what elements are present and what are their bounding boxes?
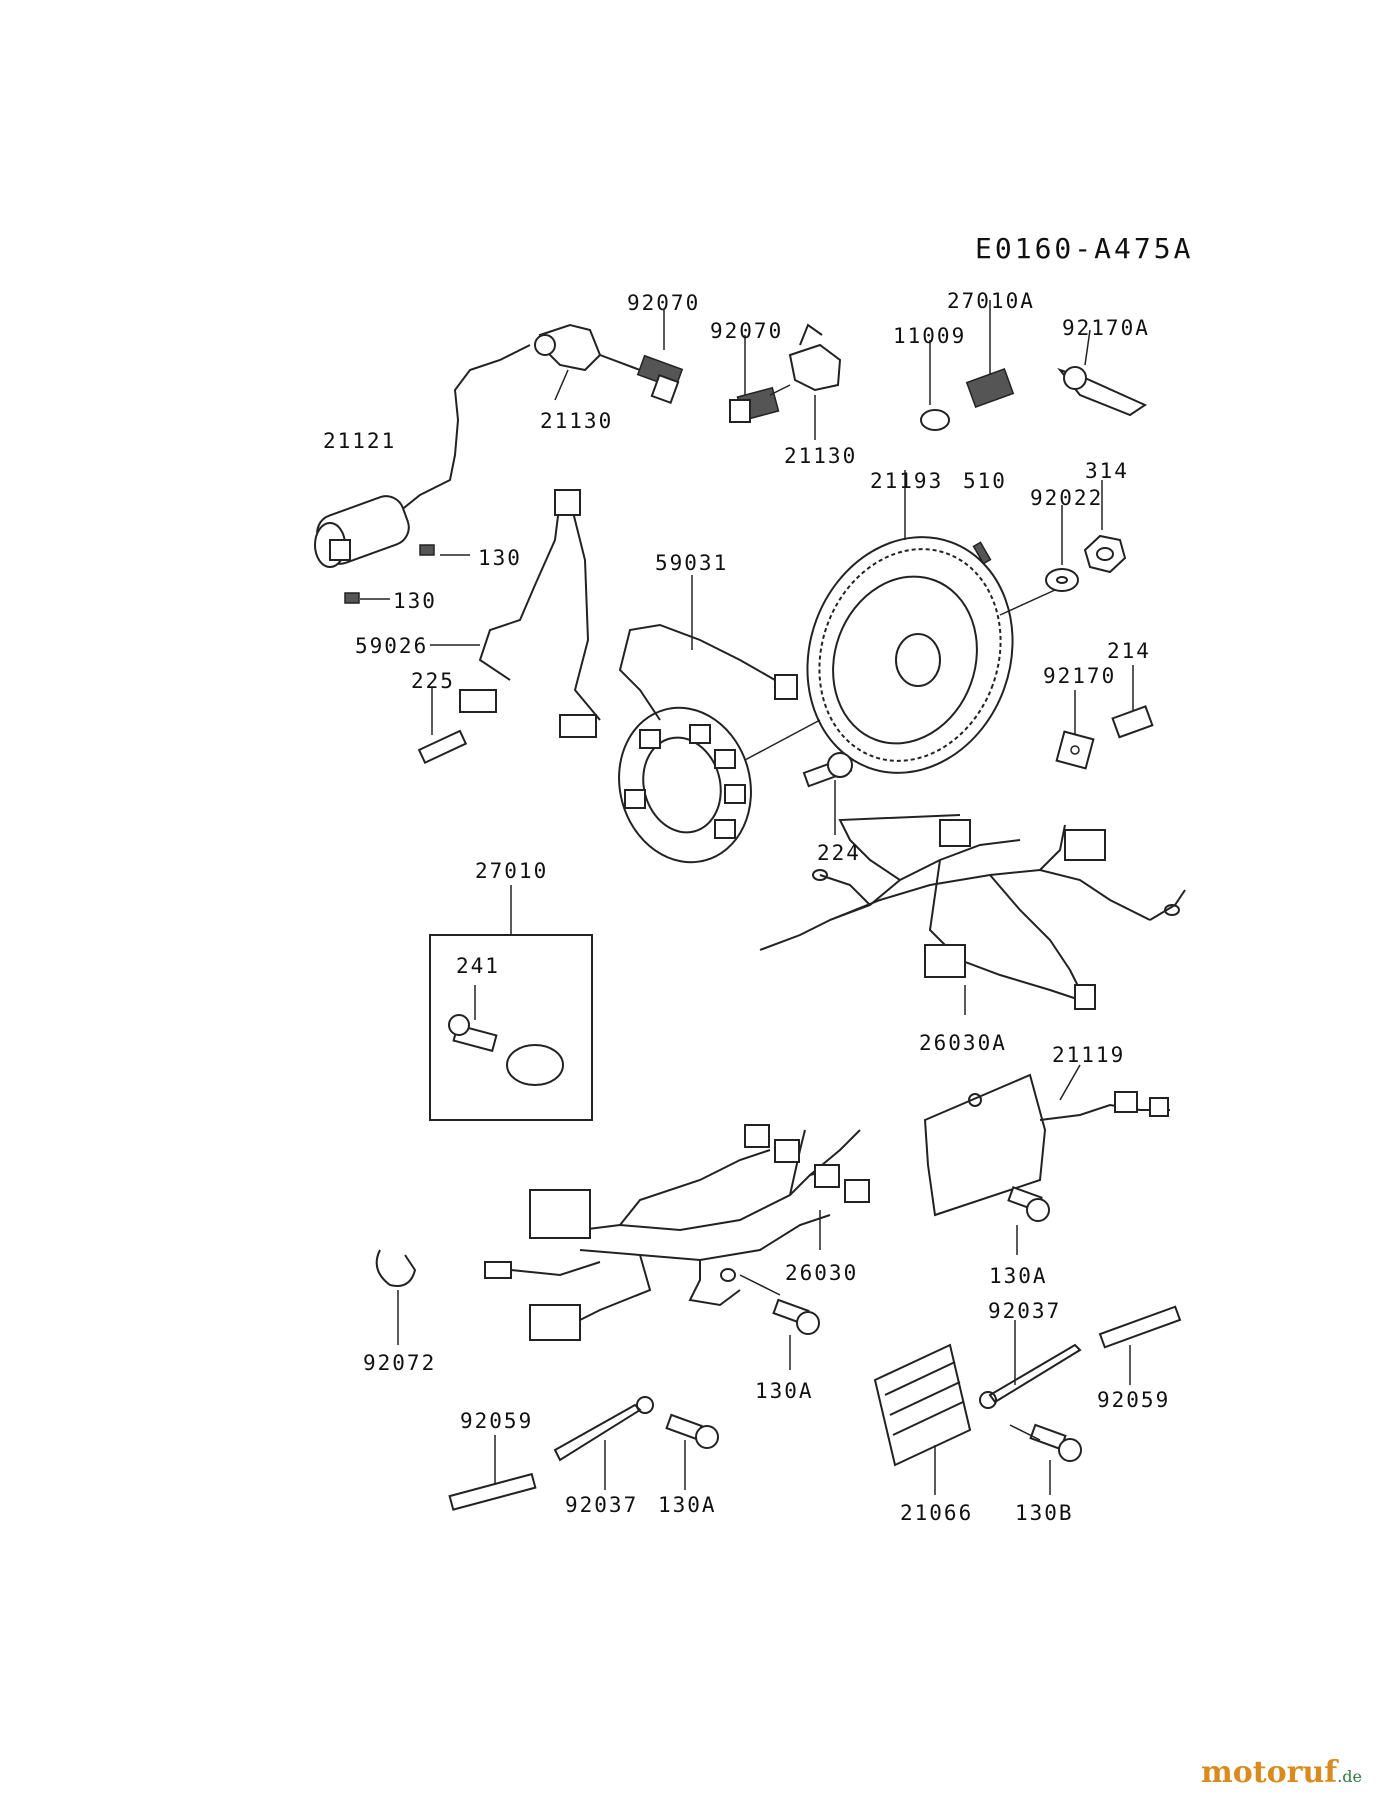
label-92070-2: 92070 xyxy=(710,319,783,343)
label-92037-2: 92037 xyxy=(565,1493,638,1517)
wire-harness-59026-drawing xyxy=(344,489,601,764)
tube-band-right-drawing xyxy=(979,1305,1182,1495)
tube-band-left-drawing xyxy=(448,1396,719,1511)
label-92170A: 92170A xyxy=(1062,316,1150,340)
label-27010: 27010 xyxy=(475,859,548,883)
label-130A-2: 130A xyxy=(755,1379,814,1403)
label-225: 225 xyxy=(411,669,455,693)
label-21130: 21130 xyxy=(540,409,613,433)
bracket-drawing xyxy=(1057,329,1148,417)
label-92072: 92072 xyxy=(363,1351,436,1375)
oil-sensor-drawing xyxy=(920,300,1015,431)
label-21130-2: 21130 xyxy=(784,444,857,468)
label-21119: 21119 xyxy=(1052,1043,1125,1067)
label-314: 314 xyxy=(1085,459,1129,483)
stator-drawing xyxy=(618,575,821,864)
label-26030A: 26030A xyxy=(919,1031,1007,1055)
label-92059: 92059 xyxy=(460,1409,533,1433)
bolt-224-drawing xyxy=(802,752,853,835)
label-21066: 21066 xyxy=(900,1501,973,1525)
clamp-92072-drawing xyxy=(375,1249,417,1345)
spark-plug-drawing-2 xyxy=(729,323,842,440)
label-130A: 130A xyxy=(989,1264,1048,1288)
label-241: 241 xyxy=(456,954,500,978)
label-92170: 92170 xyxy=(1043,664,1116,688)
label-59031: 59031 xyxy=(655,551,728,575)
regulator-21066-drawing xyxy=(873,1343,972,1495)
label-92070: 92070 xyxy=(627,291,700,315)
watermark-suffix: .de xyxy=(1337,1767,1362,1786)
label-130-2: 130 xyxy=(393,589,437,613)
key-washer-nut-drawing xyxy=(972,480,1127,592)
diagram-code: E0160-A475A xyxy=(975,232,1193,265)
label-26030: 26030 xyxy=(785,1261,858,1285)
label-130B: 130B xyxy=(1015,1501,1074,1525)
label-130A-3: 130A xyxy=(658,1493,717,1517)
label-92059-2: 92059 xyxy=(1097,1388,1170,1412)
flywheel-drawing xyxy=(806,470,1056,774)
wire-harness-26030-drawing xyxy=(484,1124,870,1370)
label-130: 130 xyxy=(478,546,522,570)
label-224: 224 xyxy=(817,841,861,865)
oil-sensor-kit-box xyxy=(429,885,593,1121)
label-92022: 92022 xyxy=(1030,486,1103,510)
regulator-21119-drawing xyxy=(923,1064,1170,1255)
label-11009: 11009 xyxy=(893,324,966,348)
plate-bolt-drawing xyxy=(1055,665,1154,770)
ignition-coil-drawing xyxy=(314,323,602,568)
label-214: 214 xyxy=(1107,639,1151,663)
watermark-brand: motoruf xyxy=(1201,1755,1338,1790)
wire-harness-26030A-drawing xyxy=(759,814,1186,1015)
watermark-logo: motoruf.de xyxy=(1201,1755,1362,1790)
label-21193: 21193 xyxy=(870,469,943,493)
label-92037: 92037 xyxy=(988,1299,1061,1323)
label-27010A: 27010A xyxy=(947,289,1035,313)
spark-plug-drawing xyxy=(599,310,684,405)
label-21121: 21121 xyxy=(323,429,396,453)
label-510: 510 xyxy=(963,469,1007,493)
label-59026: 59026 xyxy=(355,634,428,658)
